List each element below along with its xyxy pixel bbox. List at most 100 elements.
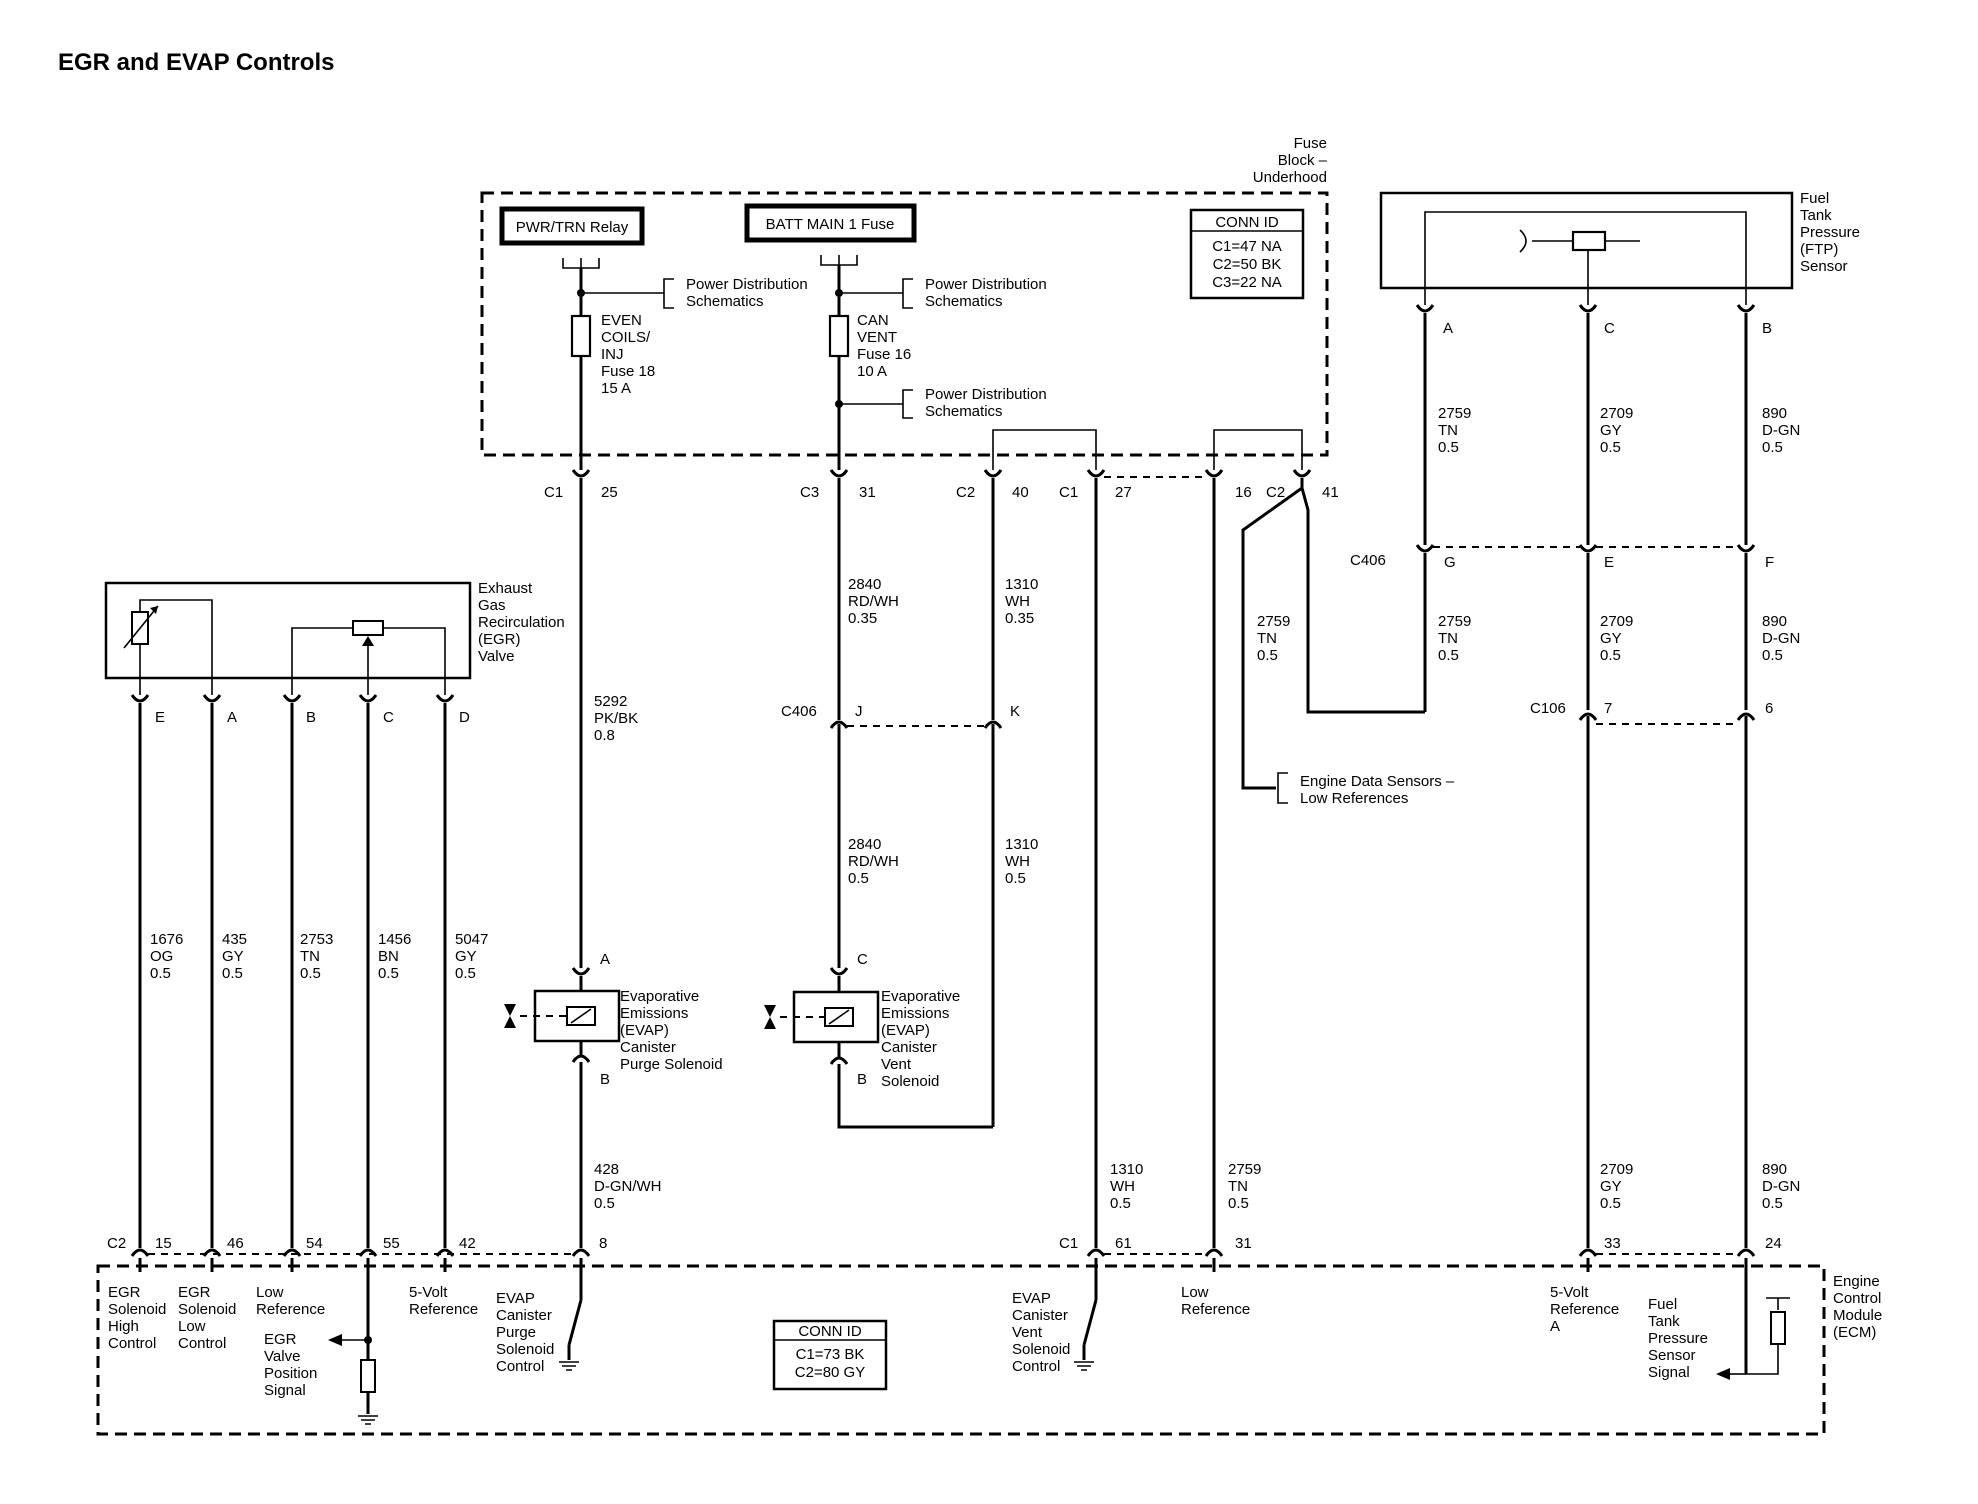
fuse-block-underhood: Fuse Block – Underhood CONN ID C1=47 NA … [480,135,1329,470]
ftp-signal-3: Pressure [1648,1330,1708,1347]
c2-40-conn: C2 [956,484,975,501]
c1-27-pin: 27 [1115,484,1132,501]
egr-pos-3: Position [264,1365,317,1382]
vent-pin-b: B [857,1071,867,1088]
fuse-18 [570,314,592,358]
fuse-block-conn-id: CONN ID C1=47 NA C2=50 BK C3=22 NA [1189,208,1305,300]
w2709-top-3: 0.5 [1600,439,1621,456]
w890-top-1: 890 [1762,405,1787,422]
vent-label-3: (EVAP) [881,1022,930,1039]
c406-pin-f: F [1765,554,1774,571]
purge-label-3: (EVAP) [620,1022,669,1039]
ecm-c2-label: C2 [107,1235,126,1252]
ecm-conn-id-header: CONN ID [798,1323,862,1340]
low-ref-2-b: Reference [1181,1301,1250,1318]
egr-label-1: Exhaust [478,580,533,597]
vent-ctrl-4: Solenoid [1012,1341,1070,1358]
fuse18-line3: INJ [601,346,624,363]
ecm-label-2: Control [1833,1290,1881,1307]
c406-pin-e: E [1604,554,1614,571]
egr-valve: Exhaust Gas Recirculation (EGR) Valve E … [104,580,565,726]
fuse16-line1: CAN [857,312,889,329]
egr-pin-a: A [227,709,237,726]
egr-high-1: EGR [108,1284,141,1301]
fuse-16 [828,314,850,358]
c406-pin-g: G [1444,554,1456,571]
egr-low-3: Low [178,1318,206,1335]
purge-ctrl-1: EVAP [496,1290,535,1307]
c406-top-connector: C406 G E F [1350,544,1774,571]
power-dist-1-line1: Power Distribution [686,276,808,293]
w890-ecm-2: D-GN [1762,1178,1800,1195]
w1310-low-3: 0.5 [1005,870,1026,887]
c406-top-label: C406 [1350,552,1386,569]
w435-3: 0.5 [222,965,243,982]
conn-id-header: CONN ID [1215,214,1279,231]
w5047-2: GY [455,948,477,965]
ftp-sensor: Fuel Tank Pressure (FTP) Sensor A C B [1379,190,1860,337]
egr-pin-e: E [155,709,165,726]
evap-purge-solenoid: A B Evaporative Emissions (EVAP) Caniste… [504,951,723,1088]
low-ref-2-a: Low [1181,1284,1209,1301]
w1310-top-3: 0.35 [1005,610,1034,627]
five-volt-1-b: Reference [409,1301,478,1318]
egr-wire-labels: 1676 OG 0.5 435 GY 0.5 2753 TN 0.5 1456 … [150,931,488,982]
egr-high-3: High [108,1318,139,1335]
w2759-left-2: TN [1257,630,1277,647]
ecm-pin-15: 15 [155,1235,172,1252]
fuse16-line4: 10 A [857,363,887,380]
purge-pin-b: B [600,1071,610,1088]
w2759-top-2: TN [1438,422,1458,439]
ecm-label-3: Module [1833,1307,1882,1324]
w1310-ecm-3: 0.5 [1110,1195,1131,1212]
w5047-1: 5047 [455,931,488,948]
vent-label-6: Solenoid [881,1073,939,1090]
ecm-conn-id-row-1: C1=73 BK [796,1346,865,1363]
c406-mid-connector: C406 J K [781,703,1020,729]
egr-pos-2: Valve [264,1348,300,1365]
w2759-mid-3: 0.5 [1438,647,1459,664]
fuse-block-label-3: Underhood [1253,169,1327,186]
ecm-connectors: C2 15 46 54 55 42 8 C1 61 31 33 24 [107,1235,1782,1257]
purge-label-4: Canister [620,1039,676,1056]
busbar-left [562,258,600,269]
w2759-left-1: 2759 [1257,613,1290,630]
purge-ctrl-5: Control [496,1358,544,1375]
w2709-top-1: 2709 [1600,405,1633,422]
c3-31-conn: C3 [800,484,819,501]
w1310-top-2: WH [1005,593,1030,610]
fuse18-line5: 15 A [601,380,631,397]
w890-ecm-1: 890 [1762,1161,1787,1178]
wire-labels-mid-right: 2759 TN 0.5 2759 TN 0.5 2709 GY 0.5 890 … [1257,613,1800,664]
pwr-trn-relay: PWR/TRN Relay [499,206,645,246]
vent-ctrl-1: EVAP [1012,1290,1051,1307]
ecm-label-1: Engine [1833,1273,1880,1290]
ecm-pin-54: 54 [306,1235,323,1252]
w2759-ecm-3: 0.5 [1228,1195,1249,1212]
vent-wire-labels-lower: 2840 RD/WH 0.5 1310 WH 0.5 [848,836,1038,887]
egr-label-2: Gas [478,597,506,614]
purge-label-5: Purge Solenoid [620,1056,723,1073]
ecm-pin-46: 46 [227,1235,244,1252]
w5047-3: 0.5 [455,965,476,982]
w890-mid-3: 0.5 [1762,647,1783,664]
w1676-3: 0.5 [150,965,171,982]
w1310-ecm-2: WH [1110,1178,1135,1195]
c106-label: C106 [1530,700,1566,717]
conn-id-row-3: C3=22 NA [1212,274,1282,291]
ftp-signal-5: Signal [1648,1364,1690,1381]
w5292-3: 0.8 [594,727,615,744]
ecm-conn-id: CONN ID C1=73 BK C2=80 GY [772,1319,888,1391]
conn-id-row-2: C2=50 BK [1213,256,1282,273]
ecm-pin-33: 33 [1604,1235,1621,1252]
c2-41-conn: C2 [1266,484,1285,501]
power-dist-3-line1: Power Distribution [925,386,1047,403]
w1676-1: 1676 [150,931,183,948]
pwr-trn-relay-label: PWR/TRN Relay [516,219,629,236]
ecm-conn-id-row-2: C2=80 GY [795,1364,865,1381]
five-volt-a-3: A [1550,1318,1560,1335]
egr-high-4: Control [108,1335,156,1352]
egr-low-1: EGR [178,1284,211,1301]
purge-ctrl-4: Solenoid [496,1341,554,1358]
